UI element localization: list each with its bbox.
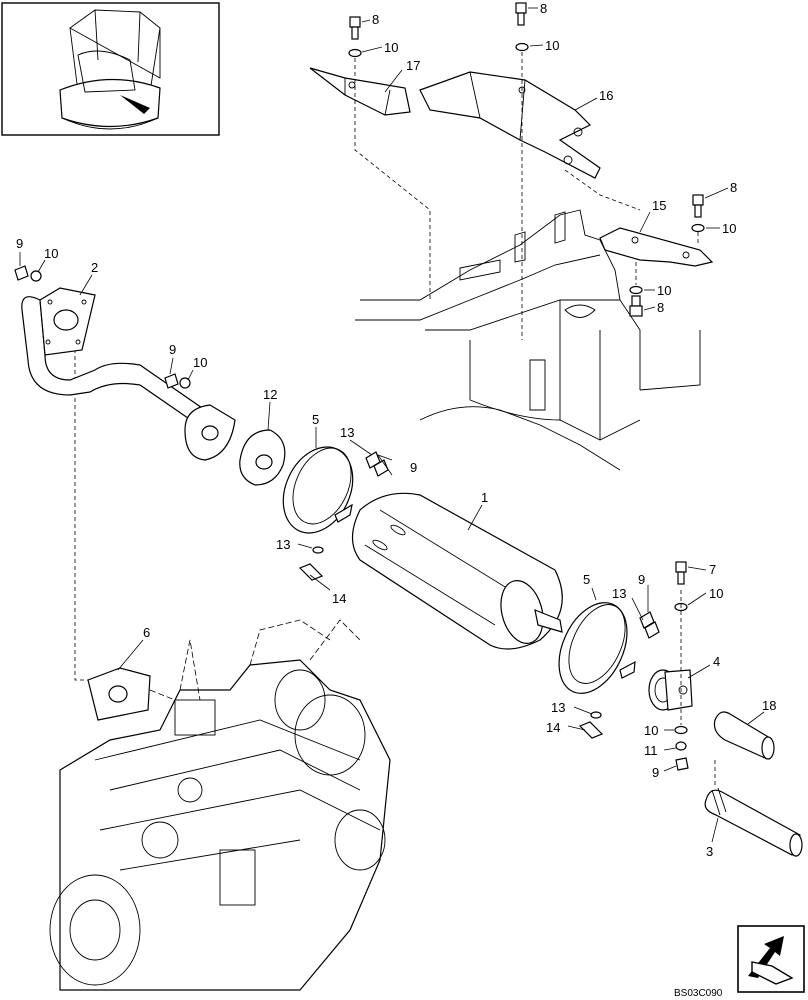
assembly-lines-upper <box>74 52 699 681</box>
callout-2: 2 <box>91 260 98 275</box>
bracket-16 <box>419 71 601 179</box>
callout-11: 11 <box>644 743 658 758</box>
tail-pipe-18 <box>713 711 775 760</box>
callout-10: 10 <box>722 221 736 236</box>
callout-3: 3 <box>706 844 713 859</box>
callout-10: 10 <box>384 40 398 55</box>
callout-8: 8 <box>540 1 547 16</box>
callout-10: 10 <box>644 723 658 738</box>
callout-15: 15 <box>652 198 666 213</box>
callout-13: 13 <box>276 537 290 552</box>
callout-12: 12 <box>263 387 277 402</box>
callout-7: 7 <box>709 562 716 577</box>
callout-10: 10 <box>709 586 723 601</box>
bracket-15 <box>599 227 714 267</box>
drawing-code: BS03C090 <box>674 988 723 999</box>
machine-location-inset <box>1 2 220 136</box>
left-fasteners <box>14 265 191 389</box>
gasket-6 <box>87 667 151 721</box>
callout-14: 14 <box>332 591 346 606</box>
callout-9: 9 <box>652 765 659 780</box>
callout-13: 13 <box>612 586 626 601</box>
right-fasteners <box>674 561 689 771</box>
callout-4: 4 <box>713 654 720 669</box>
band-fasteners <box>298 546 604 739</box>
callout-5: 5 <box>583 572 590 587</box>
gasket-12 <box>239 429 286 486</box>
tail-adapter-4 <box>648 669 693 711</box>
callout-6: 6 <box>143 625 150 640</box>
callout-14: 14 <box>546 720 560 735</box>
callout-8: 8 <box>657 300 664 315</box>
callout-13: 13 <box>340 425 354 440</box>
tail-pipe-3 <box>704 760 803 857</box>
callout-10: 10 <box>44 246 58 261</box>
callout-9: 9 <box>16 236 23 251</box>
callout-9: 9 <box>169 342 176 357</box>
callout-9: 9 <box>410 460 417 475</box>
leaders-lower <box>19 252 765 843</box>
clamp-band-5-right <box>558 602 660 694</box>
bracket-17 <box>309 67 411 116</box>
upper-frame-structure <box>355 209 701 471</box>
callout-labels: 8 10 8 10 17 16 8 10 15 10 8 9 10 2 9 10… <box>16 1 776 859</box>
callout-8: 8 <box>730 180 737 195</box>
callout-10: 10 <box>193 355 207 370</box>
leaders-upper <box>361 7 729 311</box>
callout-5: 5 <box>312 412 319 427</box>
callout-13: 13 <box>551 700 565 715</box>
callout-8: 8 <box>372 12 379 27</box>
callout-1: 1 <box>481 490 488 505</box>
muffler-1 <box>351 492 563 650</box>
engine-block <box>49 619 391 991</box>
callout-17: 17 <box>406 58 420 73</box>
callout-9: 9 <box>638 572 645 587</box>
callout-16: 16 <box>599 88 613 103</box>
callout-10: 10 <box>545 38 559 53</box>
direction-indicator <box>737 925 805 993</box>
clamp-band-5-left <box>282 446 389 534</box>
exhaust-pipe-2 <box>21 287 236 461</box>
callout-18: 18 <box>762 698 776 713</box>
callout-10: 10 <box>657 283 671 298</box>
upper-fasteners <box>348 2 705 317</box>
